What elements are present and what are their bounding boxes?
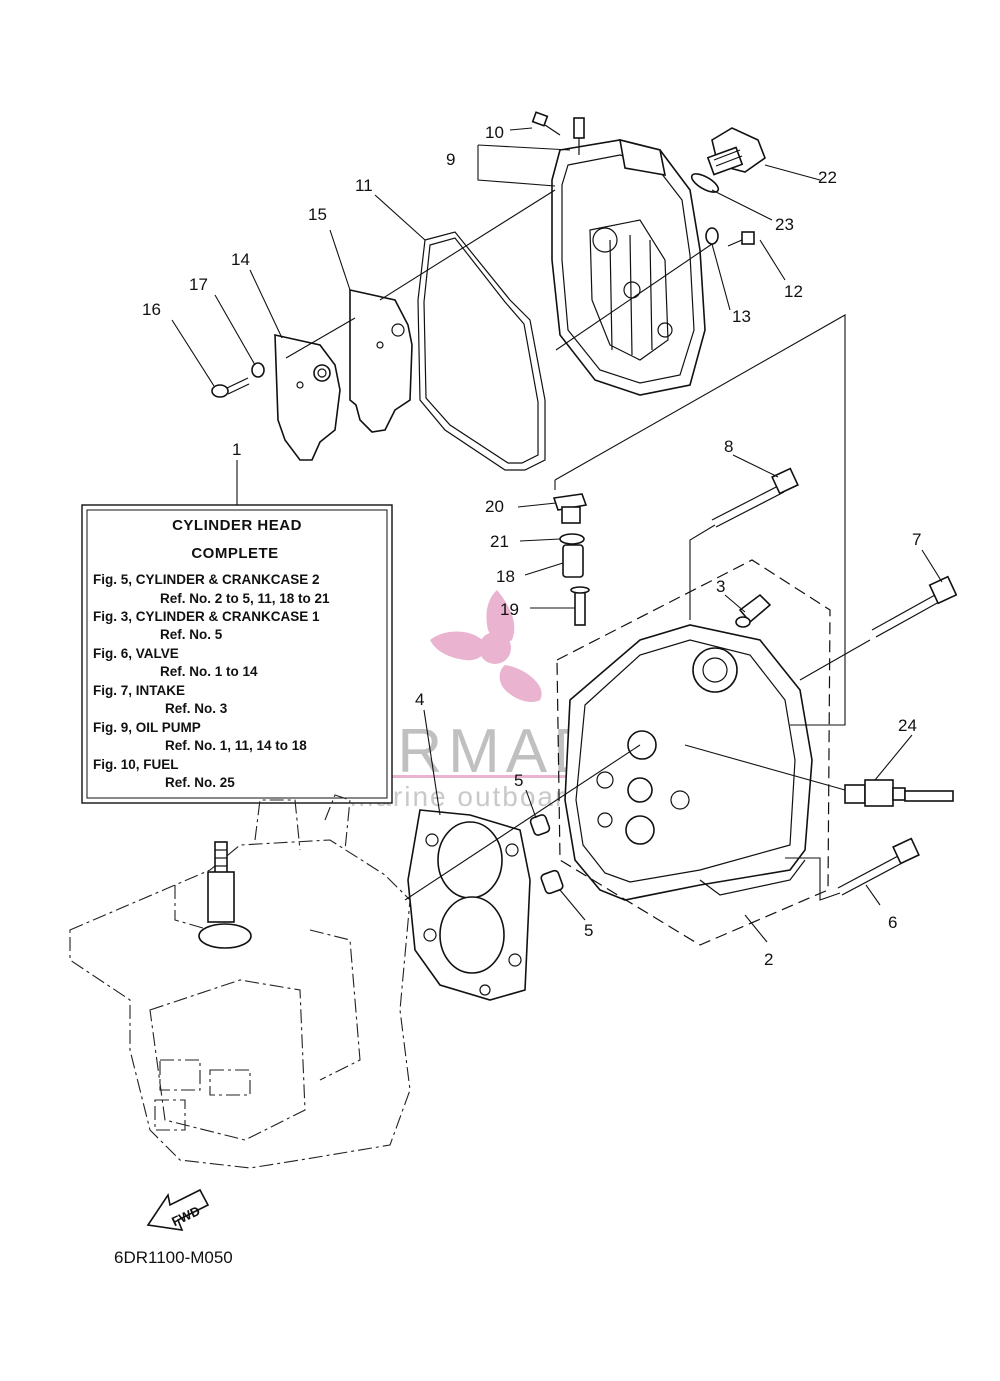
callout-10: 10 [485,123,504,142]
info-box-title-line1: CYLINDER HEAD [172,517,302,534]
callout-21: 21 [490,532,509,551]
callout-9: 9 [446,150,455,169]
sleeve-18 [562,544,584,578]
callout-15: 15 [308,205,327,224]
callout-3: 3 [716,577,725,596]
callout-24: 24 [898,716,917,735]
info-box-line: Ref. No. 5 [160,627,223,642]
cylinder-head-assembly-outline [556,559,831,946]
info-box: CYLINDER HEAD COMPLETE Fig. 5, CYLINDER … [81,504,393,804]
cylinder-head-cover [551,138,706,396]
pin-19 [570,586,590,626]
washer-13 [705,227,719,245]
callout-13: 13 [732,307,751,326]
o-ring-21 [559,533,585,545]
dowel-5a [529,814,551,836]
callout-8: 8 [724,437,733,456]
washer-17 [251,362,265,378]
info-box-line: Ref. No. 2 to 5, 11, 18 to 21 [160,591,330,606]
callout-4: 4 [415,690,424,709]
dowel-3 [735,593,772,628]
callout-19: 19 [500,600,519,619]
head-gasket-4 [407,809,531,1001]
info-box-line: Ref. No. 3 [165,701,228,716]
leader-lines [171,127,943,943]
info-box-title-line2: COMPLETE [191,545,278,562]
crankshaft-end [198,841,252,949]
bolt-6 [837,837,920,896]
plate-14 [274,333,341,461]
info-box-line: Ref. No. 25 [165,775,235,790]
callout-5a: 5 [514,771,523,790]
callout-16: 16 [142,300,161,319]
crankcase-phantom [69,794,411,1169]
plate-15 [349,289,413,433]
callout-6: 6 [888,913,897,932]
info-box-line: Fig. 5, CYLINDER & CRANKCASE 2 [93,572,320,587]
info-box-line: Fig. 10, FUEL [93,757,179,772]
propeller-icon [430,590,542,703]
callout-11: 11 [355,176,373,195]
callout-2: 2 [764,950,773,969]
callout-17: 17 [189,275,208,294]
callout-5b: 5 [584,921,593,940]
callout-20: 20 [485,497,504,516]
info-box-line: Fig. 3, CYLINDER & CRANKCASE 1 [93,609,320,624]
oil-filler-cap-22 [706,127,766,176]
callout-18: 18 [496,567,515,586]
bolt-12 [727,231,755,247]
callout-7: 7 [912,530,921,549]
callouts: 1 2 3 4 5 5 6 7 8 9 10 11 12 13 14 15 16… [142,123,921,969]
plug-20 [552,493,588,524]
dowel-5b [540,869,564,895]
bolt-8 [711,467,799,528]
callout-22: 22 [818,168,837,187]
info-box-line: Fig. 7, INTAKE [93,683,185,698]
callout-12: 12 [784,282,803,301]
cylinder-head [564,624,813,901]
screw-16 [211,377,250,398]
info-box-line: Fig. 6, VALVE [93,646,179,661]
o-ring-23 [690,173,720,193]
callout-23: 23 [775,215,794,234]
gasket-11 [417,231,546,471]
callout-14: 14 [231,250,250,269]
callout-1: 1 [232,440,241,459]
info-box-line: Fig. 9, OIL PUMP [93,720,201,735]
spark-plug-24 [844,779,954,807]
bolt-10 [531,111,585,155]
bolt-7 [871,575,958,638]
fwd-arrow-icon: FWD [146,1188,210,1231]
info-box-line: Ref. No. 1, 11, 14 to 18 [165,738,307,753]
drawing-code: 6DR1100-M050 [114,1248,233,1267]
info-box-line: Ref. No. 1 to 14 [160,664,258,679]
